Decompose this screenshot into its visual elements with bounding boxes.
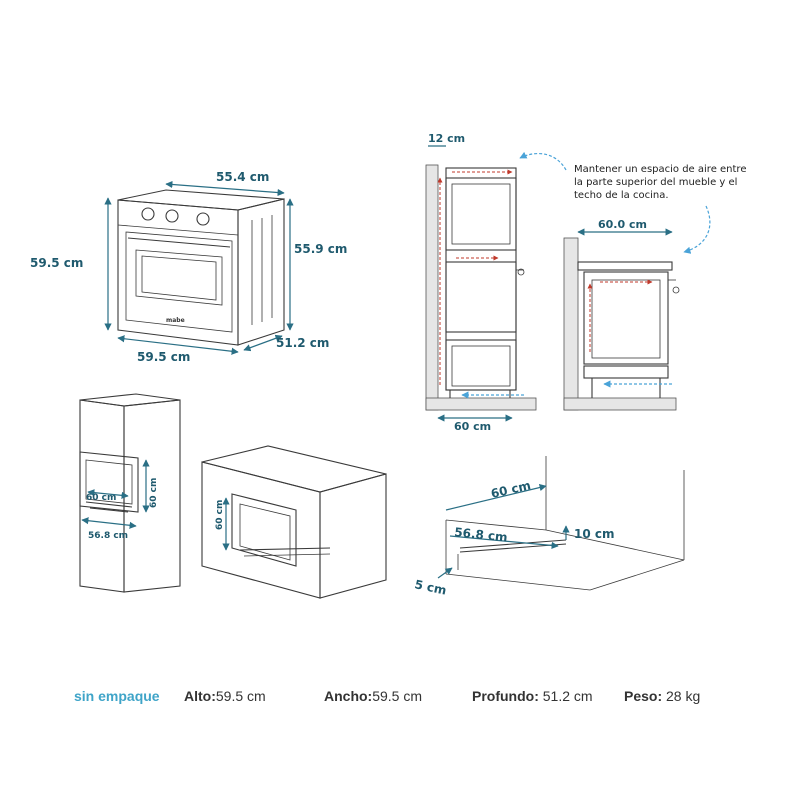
- niche-depth: 56.8 cm: [454, 525, 509, 545]
- spec-title: sin empaque: [74, 688, 160, 704]
- column-section-drawing: [425, 145, 567, 422]
- oven-depth: 51.2 cm: [276, 336, 329, 350]
- niche-drawing: [437, 456, 685, 591]
- counter-cabinet-drawing: [201, 445, 387, 599]
- brand-logo: mabe: [166, 317, 185, 324]
- spec-peso-label: Peso:: [624, 688, 663, 704]
- spec-alto: Alto:59.5 cm: [184, 688, 266, 704]
- oven-width-bottom: 59.5 cm: [137, 350, 190, 364]
- air-note-line-1: Mantener un espacio de aire entre: [574, 164, 746, 175]
- knob-icon: [196, 212, 210, 226]
- tall-cabinet-drawing: [79, 393, 181, 593]
- tall-cabinet-height: 60 cm: [149, 478, 159, 508]
- column-top-gap: 12 cm: [428, 132, 465, 145]
- tall-cabinet-width: 60 cm: [86, 493, 116, 503]
- air-note-line-2: la parte superior del mueble y el: [574, 177, 737, 188]
- spec-profundo-label: Profundo:: [472, 688, 539, 704]
- undercounter-width: 60.0 cm: [598, 218, 647, 231]
- spec-alto-label: Alto:: [184, 688, 216, 704]
- spec-peso-value: 28 kg: [666, 688, 701, 704]
- undercounter-section-drawing: [563, 205, 711, 411]
- knob-icon: [141, 207, 155, 221]
- oven-height-right: 55.9 cm: [294, 242, 347, 256]
- spec-peso: Peso: 28 kg: [624, 688, 700, 704]
- oven-width-top: 55.4 cm: [216, 170, 269, 184]
- oven-side: [237, 198, 285, 346]
- tall-cabinet-depth: 56.8 cm: [88, 531, 128, 541]
- spec-profundo: Profundo: 51.2 cm: [472, 688, 593, 704]
- knob-icon: [165, 209, 179, 223]
- spec-alto-value: 59.5 cm: [215, 688, 266, 704]
- oven-height-left: 59.5 cm: [30, 256, 83, 270]
- niche-depth-top: 60 cm: [490, 478, 533, 501]
- spec-profundo-value: 51.2 cm: [542, 688, 593, 704]
- niche-gap-top: 10 cm: [574, 527, 615, 541]
- oven-top: [117, 189, 285, 211]
- spec-bar: sin empaque Alto:59.5 cm Ancho:59.5 cm P…: [0, 676, 800, 716]
- spec-ancho-label: Ancho:: [324, 688, 373, 704]
- spec-ancho-value: 59.5 cm: [372, 688, 423, 704]
- oven-drawing: mabe: [104, 180, 294, 355]
- spec-ancho: Ancho:59.5 cm: [324, 688, 422, 704]
- niche-gap-front: 5 cm: [413, 577, 447, 597]
- column-base-depth: 60 cm: [454, 420, 491, 433]
- air-note-line-3: techo de la cocina.: [574, 190, 669, 201]
- counter-cabinet-height: 60 cm: [215, 500, 225, 530]
